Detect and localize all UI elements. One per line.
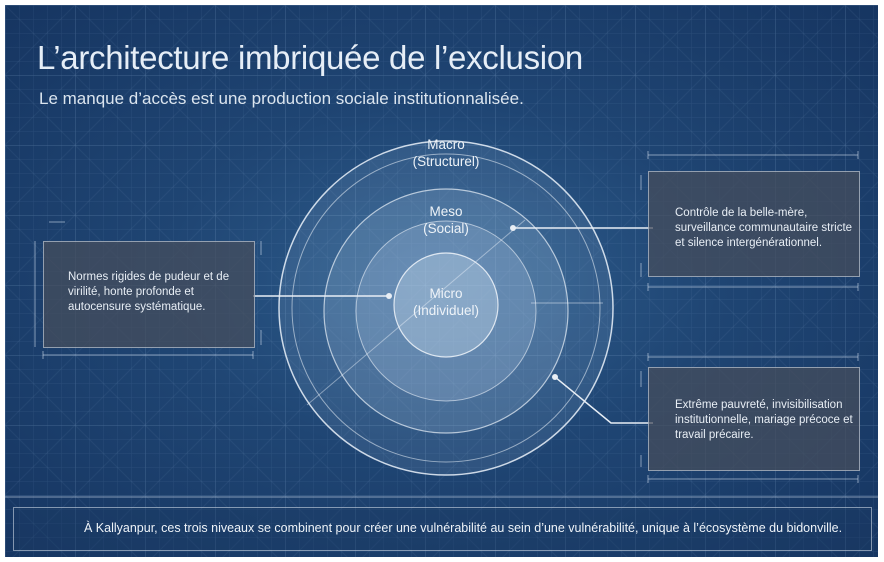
diagram-board: L’architecture imbriquée de l’exclusion … — [5, 5, 878, 557]
connectors — [253, 225, 653, 424]
footer-text: À Kallyanpur, ces trois niveaux se combi… — [84, 521, 843, 535]
macro-label: Macro (Structurel) — [401, 136, 491, 170]
callout-bottom-right: Extrême pauvreté, invisibilisation insti… — [648, 367, 860, 471]
micro-label: Micro (Individuel) — [401, 285, 491, 319]
macro-inner-ring — [291, 153, 601, 463]
micro-ring — [393, 252, 499, 358]
meso-inner-ring — [355, 220, 537, 402]
meso-label: Meso (Social) — [401, 203, 491, 237]
micro-subtitle: (Individuel) — [412, 303, 480, 318]
micro-title: Micro — [429, 286, 463, 301]
macro-ring — [278, 140, 614, 476]
callout-bottom-right-text: Extrême pauvreté, invisibilisation insti… — [675, 399, 853, 441]
connector-top-right-dot — [510, 225, 516, 231]
dimension-marks — [5, 151, 878, 498]
callout-left: Normes rigides de pudeur et de virilité,… — [43, 241, 255, 348]
connector-bottom-right-dot — [552, 374, 558, 380]
meso-title: Meso — [429, 204, 463, 219]
callout-top-right-text: Contrôle de la belle-mère, surveillance … — [675, 207, 853, 249]
concentric-rings — [278, 140, 614, 476]
diameter-line — [306, 219, 526, 406]
macro-title: Macro — [427, 137, 465, 152]
connector-bottom-right — [554, 376, 653, 424]
footer-banner: À Kallyanpur, ces trois niveaux se combi… — [13, 507, 872, 551]
page-title: L’architecture imbriquée de l’exclusion — [37, 39, 583, 76]
connector-left-dot — [386, 293, 392, 299]
callout-top-right: Contrôle de la belle-mère, surveillance … — [648, 171, 860, 277]
callout-left-text: Normes rigides de pudeur et de virilité,… — [68, 271, 230, 313]
meso-subtitle: (Social) — [423, 221, 469, 236]
macro-subtitle: (Structurel) — [412, 154, 480, 169]
page-subtitle: Le manque d’accès est une production soc… — [39, 89, 524, 108]
meso-ring — [323, 188, 569, 434]
